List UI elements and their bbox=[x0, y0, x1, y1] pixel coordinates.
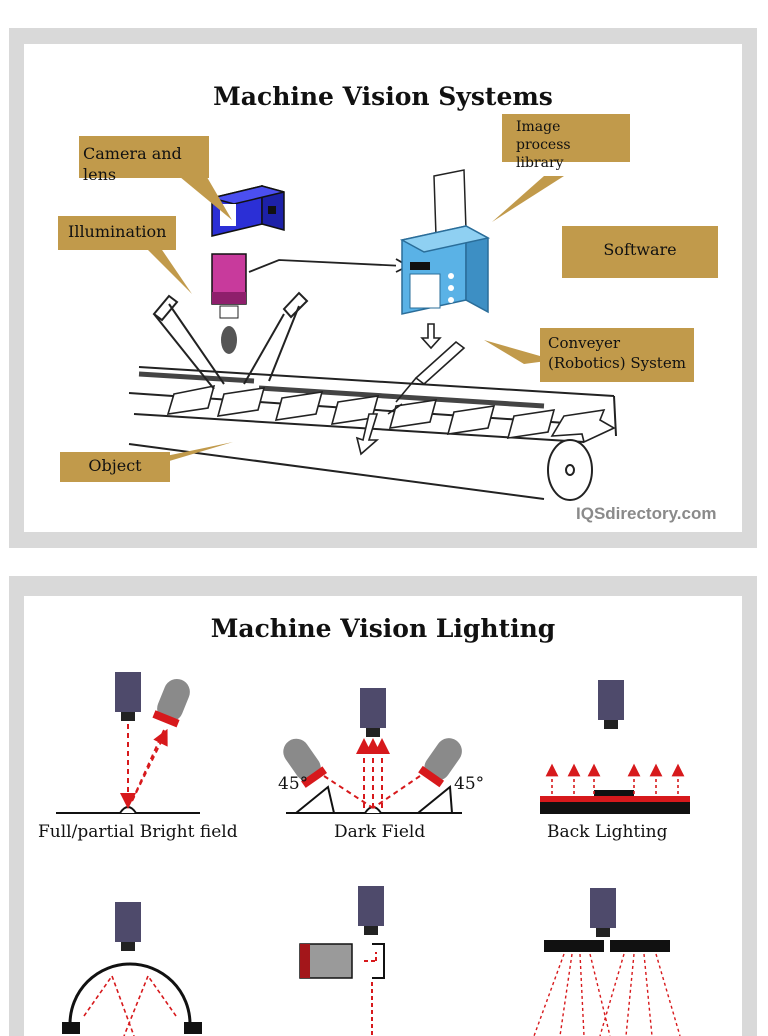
label-image-process-library: Image process library bbox=[502, 114, 630, 171]
label-object: Object bbox=[60, 452, 170, 482]
caption-bright-field: Full/partial Bright field bbox=[38, 822, 238, 842]
machine-vision-lighting-panel: Machine Vision Lighting bbox=[9, 576, 757, 1036]
lighting-title: Machine Vision Lighting bbox=[210, 614, 556, 643]
camera-lens bbox=[211, 253, 247, 354]
systems-illustration bbox=[119, 169, 617, 501]
caption-dark-field: Dark Field bbox=[334, 822, 426, 842]
source-credit: IQSdirectory.com bbox=[576, 504, 717, 523]
systems-title: Machine Vision Systems bbox=[213, 82, 553, 111]
reject-arrow bbox=[355, 413, 380, 456]
machine-vision-systems-panel: Machine Vision Systems bbox=[9, 28, 757, 548]
dark-field-diagram bbox=[283, 688, 462, 814]
angle-label-left: 45° bbox=[278, 774, 309, 794]
dome-lighting-diagram bbox=[62, 902, 202, 1036]
label-camera-and-lens: Camera and lens bbox=[79, 136, 209, 184]
illumination-lamps bbox=[152, 291, 309, 390]
image-processor bbox=[399, 169, 491, 315]
label-software: Software bbox=[562, 226, 718, 278]
axial-lighting-diagram bbox=[299, 886, 385, 1036]
angle-label-right: 45° bbox=[454, 774, 485, 794]
back-lighting-diagram bbox=[540, 680, 690, 814]
camera-body bbox=[211, 185, 285, 237]
lighting-panel-canvas: Machine Vision Lighting bbox=[24, 596, 742, 1036]
systems-panel-canvas: Machine Vision Systems bbox=[24, 44, 742, 532]
lighting-diagrams bbox=[56, 672, 690, 1036]
bright-field-diagram bbox=[56, 672, 200, 814]
belt-rails bbox=[138, 371, 545, 409]
label-illumination: Illumination bbox=[58, 216, 176, 250]
signal-arrow bbox=[248, 258, 410, 273]
callout-pointers bbox=[119, 172, 564, 476]
belt-objects bbox=[166, 384, 616, 444]
label-conveyer-system: Conveyer (Robotics) System bbox=[540, 328, 694, 382]
pusher-arm bbox=[387, 323, 466, 415]
caption-back-lighting: Back Lighting bbox=[547, 822, 668, 842]
diffuse-ring-diagram bbox=[533, 888, 681, 1036]
